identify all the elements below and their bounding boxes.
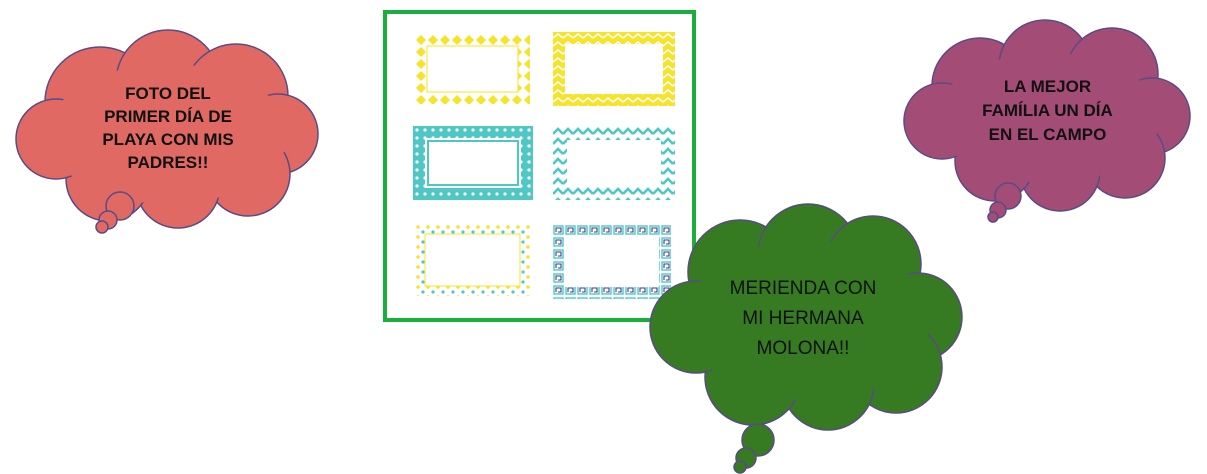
greek-key-frame-art <box>553 224 671 299</box>
teal-chevron-frame-art <box>553 126 675 200</box>
yellow-diamond-frame[interactable] <box>415 34 530 104</box>
teal-dotted-frame-art <box>413 126 533 200</box>
teal-dotted-frame[interactable] <box>413 126 533 200</box>
yellow-teal-dots-frame-art <box>415 224 530 296</box>
cloud-shape-right <box>903 19 1191 223</box>
yellow-teal-dots-frame[interactable] <box>415 224 530 296</box>
bubble-center-text: MERIENDA CON MI HERMANA MOLONA!! <box>688 264 918 374</box>
thought-bubble-left: FOTO DEL PRIMER DÍA DE PLAYA CON MIS PAD… <box>8 24 328 239</box>
cloud-shape-left <box>15 29 319 234</box>
greek-key-frame[interactable] <box>553 224 671 299</box>
thought-bubble-right: LA MEJOR FAMÍLIA UN DÍA EN EL CAMPO <box>900 16 1195 231</box>
bubble-right-line-1: LA MEJOR <box>1003 77 1092 96</box>
bubble-left-text: FOTO DEL PRIMER DÍA DE PLAYA CON MIS PAD… <box>58 62 278 194</box>
yellow-chevron-frame[interactable] <box>553 32 675 106</box>
yellow-diamond-frame-art <box>415 34 530 104</box>
frame-board <box>383 10 696 322</box>
bubble-left-line-1: FOTO DEL <box>125 84 211 103</box>
bubble-right-line-3: EN EL CAMPO <box>988 125 1107 144</box>
bubble-center-line-1: MERIENDA CON <box>729 278 877 299</box>
bubble-right-line-2: FAMÍLIA UN DÍA <box>982 101 1113 120</box>
cloud-shape-center <box>649 203 963 474</box>
bubble-center-line-3: MOLONA!! <box>756 338 850 359</box>
teal-chevron-frame[interactable] <box>553 126 675 200</box>
yellow-chevron-frame-art <box>553 32 675 106</box>
bubble-center-line-2: MI HERMANA <box>742 308 864 329</box>
bubble-left-line-3: PLAYA CON MIS <box>102 130 234 149</box>
bubble-left-line-2: PRIMER DÍA DE <box>104 107 232 126</box>
bubble-left-line-4: PADRES!! <box>127 153 209 172</box>
thought-bubble-center: MERIENDA CON MI HERMANA MOLONA!! <box>648 202 968 474</box>
bubble-right-text: LA MEJOR FAMÍLIA UN DÍA EN EL CAMPO <box>940 61 1155 161</box>
